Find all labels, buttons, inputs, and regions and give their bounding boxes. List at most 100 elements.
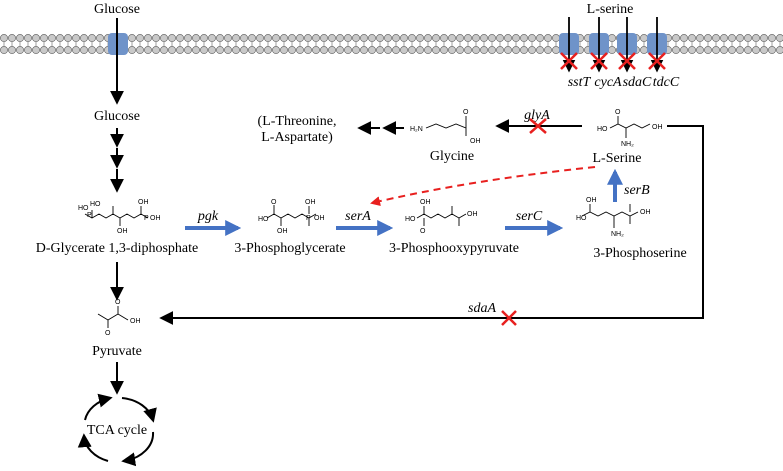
lipid-head [264,34,272,42]
sdaA-arrow [159,125,704,325]
deletion-cross-glyA [529,118,547,134]
lipid-head [520,46,528,54]
lipid-head [248,46,256,54]
lipid-head [336,34,344,42]
lipid-head [304,34,312,42]
lipid-head [128,34,136,42]
lipid-head [472,34,480,42]
lipid-head [552,46,560,54]
lipid-head [280,46,288,54]
lipid-head [432,34,440,42]
lipid-head [456,34,464,42]
lipid-head [752,34,760,42]
lipid-head [320,46,328,54]
lipid-head [184,46,192,54]
lipid-head [176,46,184,54]
lipid-head [216,46,224,54]
lipid-head [280,34,288,42]
lipid-head [424,46,432,54]
phosphooxypyruvate-structure [416,206,467,226]
chem-oh: OH [652,124,663,131]
chem-nh2: NH₂ [621,141,634,148]
lipid-head [88,46,96,54]
lipid-head [432,46,440,54]
lipid-head [0,34,8,42]
lipid-head [128,46,136,54]
chem-ho: HO [258,216,269,223]
lipid-head [200,34,208,42]
gene-serC: serC [516,209,543,224]
glycine-label: Glycine [430,149,474,164]
chem-oh: OH [138,199,149,206]
chem-o: O [105,330,111,337]
chem-o: O [463,109,469,116]
chem-oh: OH [277,228,288,235]
lipid-head [696,34,704,42]
lipid-head [160,46,168,54]
lipid-head [544,34,552,42]
chem-oh: OH [586,197,597,204]
lipid-head [440,46,448,54]
chem-oh: OH [420,199,431,206]
lipid-head [56,46,64,54]
chem-ho: HO [405,216,416,223]
lipid-head [16,46,24,54]
lipid-head [64,46,72,54]
lipid-head [704,46,712,54]
lipid-head [464,46,472,54]
cell-membrane [0,34,783,54]
lipid-head [16,34,24,42]
pglycerate-structure [266,205,317,226]
lipid-head [144,34,152,42]
lipid-head [776,34,783,42]
lipid-head [680,34,688,42]
chem-o: O [115,299,121,306]
lipid-head [192,46,200,54]
lipid-head [456,46,464,54]
dglycerate-structure [84,206,149,226]
chem-o: O [615,109,621,116]
gene-cycA: cycA [594,75,622,90]
lipid-head [608,34,616,42]
lipid-head [672,46,680,54]
lipid-head [712,46,720,54]
lipid-head [72,34,80,42]
lipid-head [224,46,232,54]
lipid-head [408,46,416,54]
deletion-cross-sdaC [618,52,636,70]
pyruvate-structure [97,306,129,328]
lipid-head [80,46,88,54]
lipid-head [224,34,232,42]
lipid-head [608,46,616,54]
lipid-head [80,34,88,42]
gene-pgk: pgk [197,209,219,224]
lipid-head [0,46,8,54]
lipid-head [24,46,32,54]
lipid-head [136,34,144,42]
lipid-head [424,34,432,42]
aspartate-label: L-Aspartate) [261,130,333,145]
gene-tdcC: tdcC [653,75,680,90]
gene-sstT: sstT [568,75,592,90]
phosphoserine-label: 3-Phosphoserine [593,246,686,261]
lipid-head [88,34,96,42]
lipid-head [752,46,760,54]
lipid-head [240,34,248,42]
chem-p: P [306,215,311,222]
chem-ho: HO [597,126,608,133]
chem-oh: OH [130,318,141,325]
lipid-head [400,34,408,42]
membrane-lipid-heads-inner [0,46,783,54]
lipid-head [488,46,496,54]
lipid-head [512,46,520,54]
lipid-head [712,34,720,42]
lipid-head [312,46,320,54]
lipid-head [416,46,424,54]
lipid-head [320,34,328,42]
lipid-head [72,46,80,54]
lipid-head [272,34,280,42]
lipid-head [416,34,424,42]
lipid-head [288,34,296,42]
chem-oh: OH [640,209,651,216]
lipid-head [296,34,304,42]
